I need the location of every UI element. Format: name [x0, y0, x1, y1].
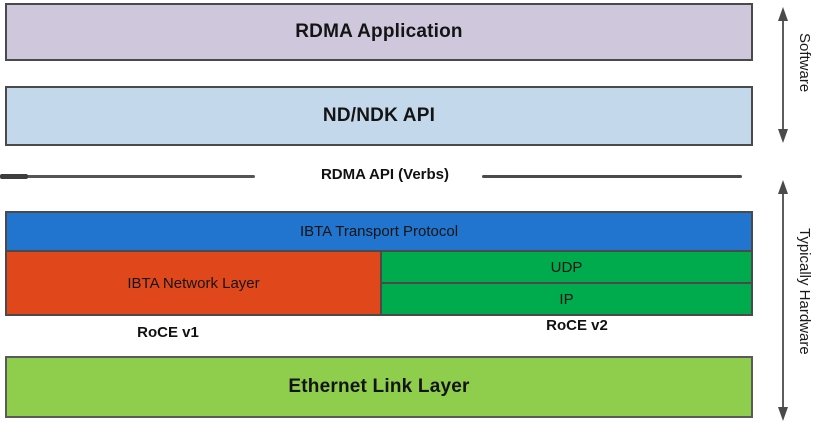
hardware-arrow-head-down [778, 407, 788, 421]
ip-label: IP [559, 290, 574, 308]
rdma-application-box: RDMA Application [5, 3, 753, 61]
software-arrow-head-up [778, 7, 788, 21]
rdma-api-verbs-label: RDMA API (Verbs) [320, 166, 450, 183]
verbs-divider-line-right [482, 175, 742, 178]
nd-ndk-api-box: ND/NDK API [5, 86, 753, 146]
ethernet-link-layer-label: Ethernet Link Layer [288, 376, 470, 397]
roce-v2-caption: RoCE v2 [546, 317, 608, 334]
ibta-network-layer-label: IBTA Network Layer [127, 274, 260, 292]
udp-box: UDP [380, 250, 753, 284]
hardware-arrow-head-up [778, 180, 788, 194]
verbs-divider-line-left [22, 175, 255, 178]
ibta-transport-protocol-label: IBTA Transport Protocol [299, 223, 459, 240]
ethernet-link-layer-box: Ethernet Link Layer [5, 356, 753, 418]
ibta-network-layer-box: IBTA Network Layer [5, 250, 382, 316]
ibta-transport-protocol-box: IBTA Transport Protocol [5, 211, 753, 252]
roce-v1-caption: RoCE v1 [137, 324, 199, 341]
typically-hardware-side-label: Typically Hardware [796, 228, 813, 355]
udp-label: UDP [550, 258, 583, 276]
software-side-label: Software [796, 33, 813, 93]
rdma-application-label: RDMA Application [295, 21, 463, 42]
software-arrow-head-down [778, 129, 788, 143]
ip-box: IP [380, 282, 753, 316]
verbs-divider-line-left-thick [0, 174, 28, 179]
nd-ndk-api-label: ND/NDK API [322, 105, 436, 126]
